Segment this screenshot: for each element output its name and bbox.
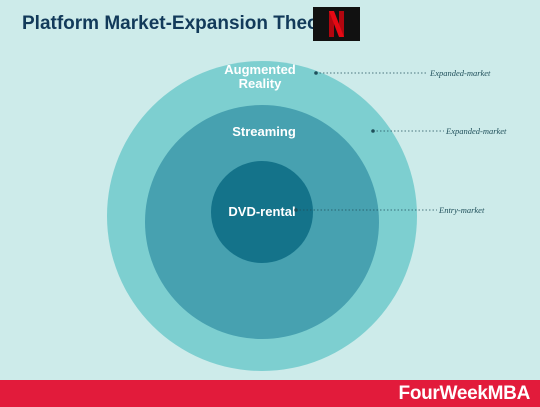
ring-label-dvd-rental: DVD-rental bbox=[228, 204, 295, 219]
netflix-n-icon bbox=[329, 11, 344, 37]
annotation-streaming: Expanded-market bbox=[445, 126, 507, 136]
ring-label-streaming: Streaming bbox=[232, 124, 296, 139]
ring-label-augmented-reality-line2: Reality bbox=[239, 76, 282, 91]
footer-bar: FourWeekMBA bbox=[0, 380, 540, 407]
page-title: Platform Market-Expansion Theory bbox=[22, 13, 337, 34]
brand-name: FourWeekMBA bbox=[398, 383, 531, 404]
netflix-logo bbox=[313, 7, 360, 41]
annotation-dvd-rental: Entry-market bbox=[438, 205, 485, 215]
leader-dot-augmented-reality bbox=[314, 71, 318, 75]
ring-dvd-rental bbox=[211, 161, 313, 263]
ring-label-augmented-reality-line1: Augmented bbox=[224, 62, 296, 77]
leader-dot-streaming bbox=[371, 129, 375, 133]
leader-dot-dvd-rental bbox=[294, 208, 298, 212]
annotation-augmented-reality: Expanded-market bbox=[429, 68, 491, 78]
market-expansion-diagram: Augmented Reality Streaming DVD-rental E… bbox=[107, 61, 507, 371]
